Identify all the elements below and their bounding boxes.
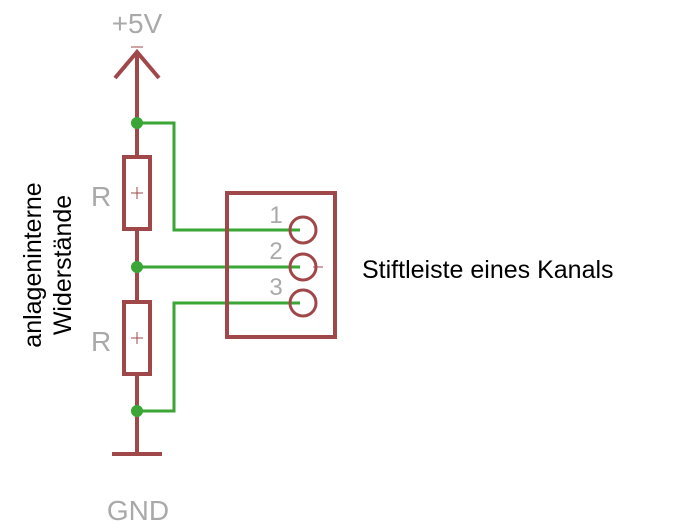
pin-3-number: 3 bbox=[269, 274, 282, 301]
junction-bottom bbox=[131, 405, 143, 417]
header-caption: Stiftleiste eines Kanals bbox=[362, 256, 614, 284]
supply-label: +5V bbox=[112, 8, 163, 39]
junction-middle bbox=[131, 261, 143, 273]
resistor-r1-body bbox=[122, 155, 152, 231]
pin-header: 1 2 3 bbox=[225, 191, 337, 339]
pin-header-body bbox=[225, 191, 337, 339]
pin-2-number: 2 bbox=[269, 238, 282, 265]
resistor-r2: R bbox=[91, 300, 152, 376]
pin-1-number: 1 bbox=[269, 202, 282, 229]
junctions bbox=[131, 117, 143, 417]
resistor-r1: R bbox=[91, 155, 152, 231]
pin-1-pad bbox=[288, 215, 318, 245]
resistor-r1-label: R bbox=[91, 181, 111, 212]
side-note: anlageninterne Widerstände bbox=[19, 182, 77, 347]
side-note-line-2: Widerstände bbox=[49, 195, 77, 335]
junction-top bbox=[131, 117, 143, 129]
resistor-r2-origin-mark bbox=[131, 332, 143, 344]
side-note-line-1: anlageninterne bbox=[19, 182, 47, 347]
resistor-r1-origin-mark bbox=[131, 187, 143, 199]
ground-symbol: GND bbox=[107, 452, 169, 526]
net-pin-1 bbox=[137, 121, 300, 232]
ground-label: GND bbox=[107, 495, 169, 526]
supply-symbol: +5V bbox=[112, 8, 163, 92]
resistor-r2-body bbox=[122, 300, 152, 376]
pin-3-pad bbox=[288, 288, 318, 318]
net-pin-3 bbox=[137, 301, 300, 413]
supply-arrow bbox=[113, 48, 161, 92]
resistor-r2-label: R bbox=[91, 326, 111, 357]
signal-wires bbox=[137, 121, 300, 413]
